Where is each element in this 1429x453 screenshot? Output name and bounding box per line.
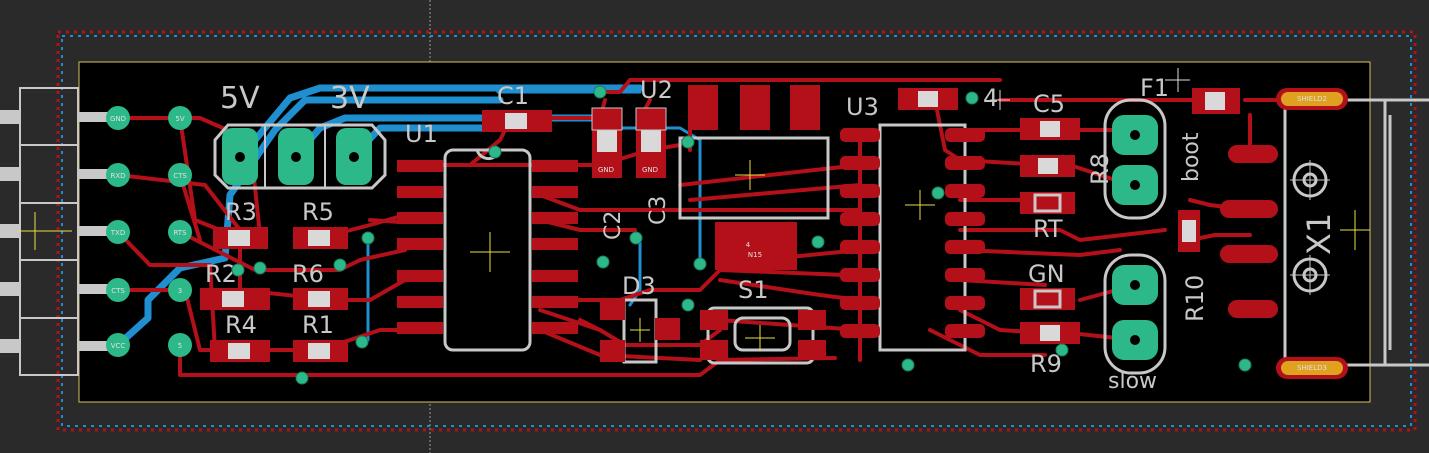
c2-c3-footprints [591,107,667,178]
r2-label: R2 [205,260,237,288]
jumper-5v-label: 5V [220,81,260,116]
u2-footprint[interactable] [678,85,830,270]
header-pin-label: CTS [173,172,187,180]
header-pin-label: RTS [173,229,187,237]
gn-label: GN [1028,260,1065,288]
r1-label: R1 [302,311,334,339]
c1-label: C1 [497,82,529,110]
x1-label: X1 [1300,213,1338,255]
u2-tab-net: N15 [748,251,762,259]
s1-button[interactable] [700,306,826,365]
header-pin-label: 3 [178,287,182,295]
header-pin-label: GND [110,115,126,123]
header-pin-label: CTS [111,287,125,295]
f1-label: F1 [1140,74,1169,102]
c4-footprint [898,88,1010,110]
r3-label: R3 [225,198,257,226]
c2-gnd-label: GND [598,166,614,174]
d3-footprint [600,298,680,364]
u3-label: U3 [846,93,879,121]
d3-label: D3 [622,272,656,300]
r5-label: R5 [302,198,334,226]
c5-label: C5 [1033,90,1065,118]
c1-footprint [482,110,552,132]
resistor-footprints-left [200,227,348,362]
u1-footprint[interactable] [397,148,578,352]
r4-label: R4 [225,311,257,339]
u2-tab-number: 4 [746,241,751,249]
r6-label: R6 [292,260,324,288]
rt-label: RT [1033,215,1063,243]
slow-jumper[interactable] [1103,253,1167,375]
header-pads [106,106,192,357]
u1-label: U1 [405,120,438,148]
c2-label: C2 [601,211,626,240]
voltage-jumper[interactable] [213,123,387,190]
s1-label: S1 [738,276,769,304]
header-pin-labels: GND RXD TXD CTS VCC 5V CTS RTS 3 5 [110,115,188,350]
jumper-3v-label: 3V [330,81,370,116]
vias [231,85,1252,385]
slow-label: slow [1108,369,1157,394]
board-keepout-top [56,30,1417,432]
r10-label: R10 [1181,275,1209,322]
origin-cross [18,212,72,250]
c3-gnd-label: GND [642,166,658,174]
boot-label: boot [1179,132,1204,182]
resistor-footprints-right [1020,118,1080,344]
c3-label: C3 [646,196,671,225]
r10-footprint [1178,210,1200,252]
shield-pad-top-label: SHIELD2 [1297,95,1327,103]
header-pin-label: RXD [110,172,125,180]
c4-label: 4 [983,84,998,112]
header-pin-label: VCC [111,342,126,350]
u2-label: U2 [640,76,673,104]
header-pin-label: TXD [110,229,125,237]
header-pin-label: 5 [178,342,182,350]
r8-label: R8 [1086,153,1114,185]
boot-jumper[interactable] [1103,98,1167,220]
u3-footprint[interactable] [840,123,985,352]
r9-label: R9 [1030,350,1062,378]
f1-footprint [1165,68,1240,114]
shield-pad-bottom-label: SHIELD3 [1297,364,1327,372]
header-pin-label: 5V [175,115,184,123]
usb-connector-x1[interactable] [1220,88,1429,379]
